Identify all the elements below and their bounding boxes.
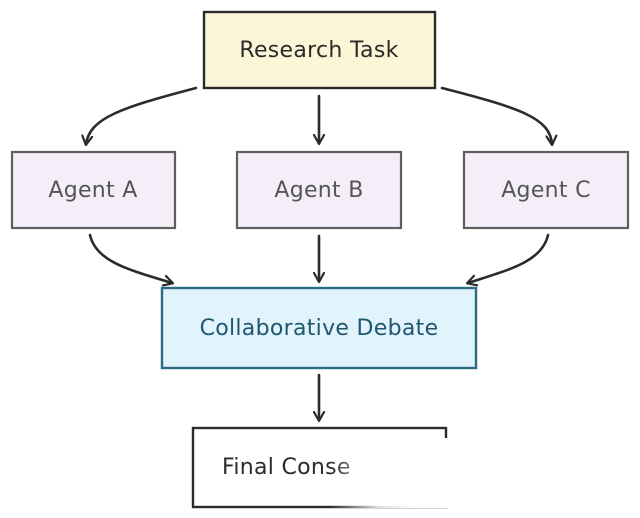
- agent-a-label: Agent A: [48, 178, 137, 203]
- node-collaborative-debate: Collaborative Debate: [160, 286, 478, 370]
- node-final-consensus: Final Conse: [191, 426, 448, 509]
- agent-c-label: Agent C: [501, 178, 591, 203]
- final-consensus-label: Final Conse: [222, 455, 351, 480]
- edge-agent-c-to-debate: [468, 233, 550, 283]
- node-research-task: Research Task: [202, 10, 437, 90]
- collaborative-debate-label: Collaborative Debate: [200, 316, 439, 341]
- collaborative-debate-box: [160, 286, 478, 370]
- research-task-box: [202, 10, 437, 90]
- agent-b-box: [235, 150, 403, 230]
- agent-c-box: [462, 150, 630, 230]
- research-task-label: Research Task: [239, 38, 398, 63]
- edge-task-to-agent-c: [440, 86, 552, 144]
- node-agent-a: Agent A: [10, 150, 177, 230]
- edge-task-to-agent-a: [86, 86, 198, 144]
- agent-b-label: Agent B: [274, 178, 363, 203]
- node-agent-c: Agent C: [462, 150, 630, 230]
- edges: [86, 86, 552, 420]
- node-agent-b: Agent B: [235, 150, 403, 230]
- agent-a-box: [10, 150, 177, 230]
- edge-agent-a-to-debate: [88, 233, 172, 283]
